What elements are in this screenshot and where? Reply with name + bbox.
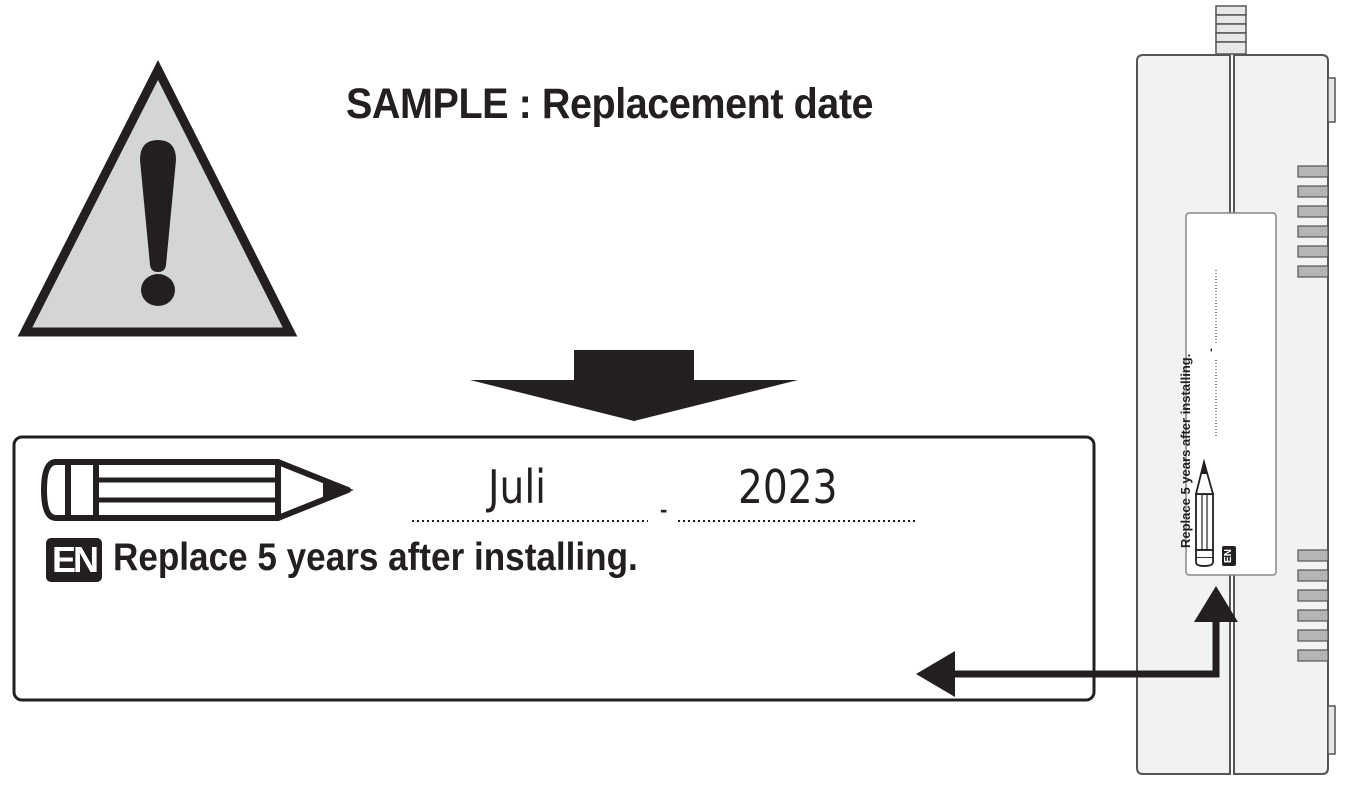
- month-value: Juli: [488, 460, 547, 514]
- language-badge: EN: [46, 538, 102, 582]
- device-language-badge: EN: [1222, 546, 1236, 566]
- replacement-instruction: Replace 5 years after installing.: [113, 536, 638, 579]
- warning-triangle-icon: [17, 60, 298, 337]
- down-arrow-icon: [470, 350, 798, 421]
- year-value: 2023: [738, 460, 838, 514]
- page-title: SAMPLE : Replacement date: [346, 80, 874, 128]
- date-separator: -: [660, 497, 668, 522]
- pencil-icon: [41, 459, 354, 521]
